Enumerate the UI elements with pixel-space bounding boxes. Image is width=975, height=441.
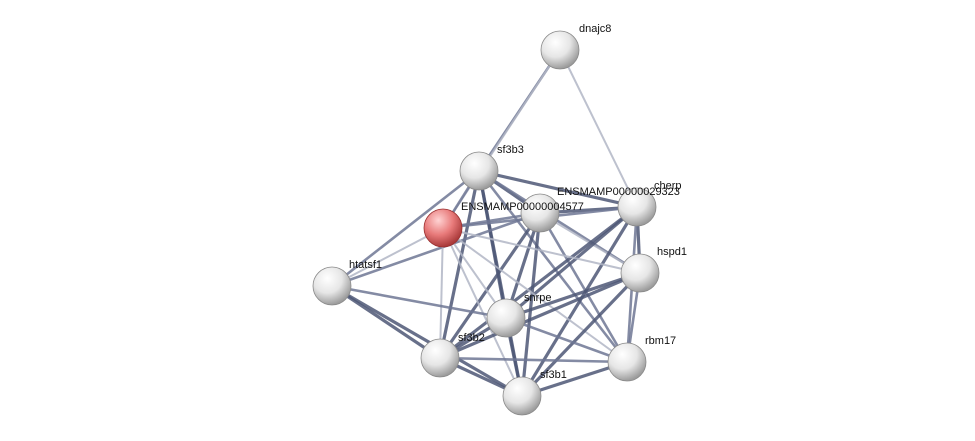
edge-ENSMAMP00000029323-rbm17[interactable] bbox=[538, 212, 629, 363]
label-layer: dnajc8 sf3b3ENSMAMP00000029323cherpENSMAM… bbox=[349, 23, 687, 381]
edge-ENSMAMP00000029323-sf3b2[interactable] bbox=[438, 212, 542, 359]
node-ENSMAMP00000029323[interactable] bbox=[520, 193, 560, 233]
node-label-ENSMAMP00000029323: ENSMAMP00000029323 bbox=[557, 186, 680, 198]
edge-layer bbox=[331, 49, 642, 398]
edge-hspd1-sf3b2[interactable] bbox=[439, 271, 641, 360]
edge-hspd1-snrpe[interactable] bbox=[505, 271, 641, 320]
node-layer bbox=[312, 30, 660, 416]
node-label-hspd1: hspd1 bbox=[657, 246, 687, 258]
node-label-cherp: cherp bbox=[654, 180, 682, 192]
edge-hspd1-sf3b1[interactable] bbox=[520, 271, 642, 398]
edge-ENSMAMP00000029323-htatsf1[interactable] bbox=[331, 211, 541, 288]
edge-cherp-sf3b2[interactable] bbox=[439, 205, 638, 360]
node-label-dnajc8: dnajc8 bbox=[579, 23, 611, 35]
node-snrpe[interactable] bbox=[486, 298, 526, 338]
node-label-rbm17: rbm17 bbox=[645, 335, 676, 347]
edge-sf3b3-htatsf1[interactable] bbox=[331, 169, 480, 288]
edge-ENSMAMP00000004577-sf3b2[interactable] bbox=[439, 227, 444, 359]
node-label-snrpe: snrpe bbox=[524, 292, 552, 304]
edge-cherp-sf3b1[interactable] bbox=[520, 206, 639, 397]
edge-ENSMAMP00000004577-sf3b1[interactable] bbox=[442, 227, 523, 397]
edge-ENSMAMP00000004577-rbm17[interactable] bbox=[442, 227, 628, 363]
node-rbm17[interactable] bbox=[607, 342, 647, 382]
edge-ENSMAMP00000004577-hspd1[interactable] bbox=[442, 227, 641, 274]
node-htatsf1[interactable] bbox=[312, 266, 352, 306]
node-label-sf3b3: sf3b3 bbox=[497, 144, 524, 156]
node-sf3b2[interactable] bbox=[420, 338, 460, 378]
node-label-ENSMAMP00000004577: ENSMAMP00000004577 bbox=[461, 201, 584, 213]
node-label-sf3b2: sf3b2 bbox=[458, 332, 485, 344]
edge-dnajc8-cherp[interactable] bbox=[559, 49, 638, 208]
edge-snrpe-rbm17[interactable] bbox=[505, 316, 628, 364]
edge-sf3b3-rbm17[interactable] bbox=[477, 170, 629, 363]
edge-ENSMAMP00000004577-htatsf1[interactable] bbox=[331, 227, 444, 287]
node-dnajc8[interactable] bbox=[540, 30, 580, 70]
node-label-htatsf1: htatsf1 bbox=[349, 259, 382, 271]
node-sf3b3[interactable] bbox=[459, 151, 499, 191]
edge-htatsf1-sf3b1[interactable] bbox=[331, 284, 523, 398]
node-sf3b1[interactable] bbox=[502, 376, 542, 416]
node-ENSMAMP00000004577[interactable] bbox=[423, 208, 463, 248]
edge-sf3b3-cherp[interactable] bbox=[478, 169, 638, 209]
node-hspd1[interactable] bbox=[620, 253, 660, 293]
edge-sf3b2-rbm17[interactable] bbox=[439, 356, 628, 364]
node-cherp[interactable] bbox=[617, 187, 657, 227]
edge-ENSMAMP00000029323-sf3b1[interactable] bbox=[520, 212, 542, 397]
edge-htatsf1-snrpe[interactable] bbox=[331, 284, 507, 320]
node-label-sf3b1: sf3b1 bbox=[540, 369, 567, 381]
